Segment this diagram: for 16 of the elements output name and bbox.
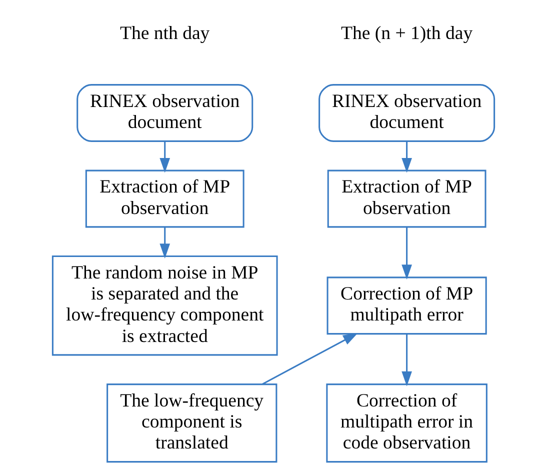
arrow [262, 332, 358, 385]
node-box: RINEX observation document [318, 84, 496, 142]
arrow [402, 141, 412, 173]
node-box: Correction of MP multipath error [326, 276, 487, 335]
node-box: The random noise in MP is separated and the low-frequency component is extracted [52, 256, 278, 356]
node-box: Correction of multipath error in code observation [326, 384, 488, 463]
arrow [160, 227, 170, 258]
arrow [160, 141, 170, 173]
arrow [402, 334, 412, 386]
label: The (n + 1)th day [341, 22, 473, 44]
node-box: The low-frequency component is translated [106, 384, 278, 463]
arrow [402, 227, 412, 280]
node-box: Extraction of MP observation [327, 170, 486, 228]
label: The nth day [120, 22, 210, 44]
node-box: RINEX observation document [76, 84, 254, 142]
node-box: Extraction of MP observation [85, 170, 244, 228]
